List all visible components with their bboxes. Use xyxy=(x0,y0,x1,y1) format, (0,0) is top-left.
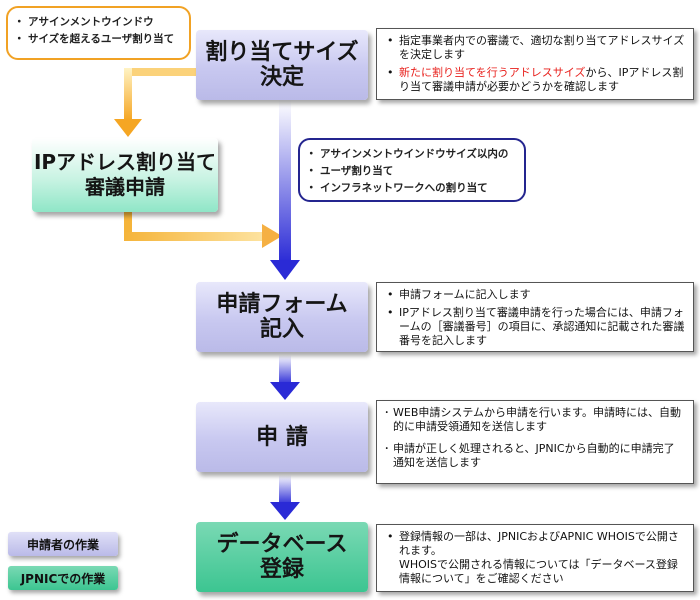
orange-merge-arrow xyxy=(124,212,282,248)
step-fill-form: 申請フォーム 記入 xyxy=(196,282,368,352)
orange-branch-arrow xyxy=(114,68,196,137)
step-review-line1: IPアドレス割り当て xyxy=(33,150,217,174)
callout-within-assignment-window: アサインメントウインドウサイズ以内の ユーザ割り当て インフラネットワークへの割… xyxy=(298,138,526,202)
step-database-line2: 登録 xyxy=(259,557,304,582)
callout-line: アサインメントウインドウ xyxy=(14,14,181,31)
step-apply: 申 請 xyxy=(196,402,368,472)
callout-line-cont: ユーザ割り当て xyxy=(306,163,516,180)
desc-item: 指定事業者内での審議で、適切な割り当てアドレスサイズを決定します xyxy=(385,34,685,62)
legend-jpnic-work: JPNICでの作業 xyxy=(8,566,118,590)
step-review-application: IPアドレス割り当て 審議申請 xyxy=(32,138,218,212)
legend-applicant-label: 申請者の作業 xyxy=(26,537,99,552)
step-database-registration: データベース 登録 xyxy=(196,522,368,592)
callout-line: インフラネットワークへの割り当て xyxy=(306,180,516,197)
blue-arrow-form-to-apply xyxy=(270,355,300,400)
desc-highlight: 新たに割り当てを行うアドレスサイズ xyxy=(399,66,586,79)
desc-text: 登録情報の一部は、JPNICおよびAPNIC WHOISで公開されます。 xyxy=(399,530,679,557)
desc-item: 申請が正しく処理されると、JPNICから自動的に申請完了通知を送信します xyxy=(384,442,685,470)
step-form-line2: 記入 xyxy=(259,317,304,342)
blue-arrow-apply-to-database xyxy=(270,475,300,520)
step-decide-line1: 割り当てサイズ xyxy=(205,40,359,65)
blue-arrow-decide-to-form xyxy=(270,100,300,280)
desc-text: から、IPアドレス割り当て審議申請が必要かどうかを確認します xyxy=(399,66,684,93)
callout-over-assignment-window: アサインメントウインドウ サイズを超えるユーザ割り当て xyxy=(6,6,191,60)
desc-item: 登録情報の一部は、JPNICおよびAPNIC WHOISで公開されます。WHOI… xyxy=(385,530,685,586)
legend-jpnic-label: JPNICでの作業 xyxy=(20,571,106,586)
description-database: 登録情報の一部は、JPNICおよびAPNIC WHOISで公開されます。WHOI… xyxy=(376,524,694,592)
step-decide-line2: 決定 xyxy=(259,65,304,90)
description-apply: WEB申請システムから申請を行います。申請時には、自動的に申請受領通知を送信しま… xyxy=(376,400,694,484)
desc-text: WHOISで公開される情報については「データベース登録情報について」をご確認くだ… xyxy=(399,558,678,585)
step-form-line1: 申請フォーム xyxy=(216,292,348,317)
step-review-line2: 審議申請 xyxy=(85,175,165,199)
desc-item: WEB申請システムから申請を行います。申請時には、自動的に申請受領通知を送信しま… xyxy=(384,406,685,434)
step-apply-label: 申 請 xyxy=(256,424,308,450)
desc-item: 申請フォームに記入します xyxy=(385,288,685,302)
callout-line-cont: サイズを超えるユーザ割り当て xyxy=(14,31,181,48)
step-database-line1: データベース xyxy=(216,532,348,557)
description-fill-form: 申請フォームに記入します IPアドレス割り当て審議申請を行った場合には、申請フォ… xyxy=(376,282,694,352)
legend-applicant-work: 申請者の作業 xyxy=(8,532,118,556)
step-decide-size: 割り当てサイズ 決定 xyxy=(196,30,368,100)
callout-line: アサインメントウインドウサイズ以内の xyxy=(306,146,516,163)
desc-item: IPアドレス割り当て審議申請を行った場合には、申請フォームの［審議番号］の項目に… xyxy=(385,306,685,348)
desc-item: 新たに割り当てを行うアドレスサイズから、IPアドレス割り当て審議申請が必要かどう… xyxy=(385,66,685,94)
description-decide-size: 指定事業者内での審議で、適切な割り当てアドレスサイズを決定します 新たに割り当て… xyxy=(376,28,694,100)
